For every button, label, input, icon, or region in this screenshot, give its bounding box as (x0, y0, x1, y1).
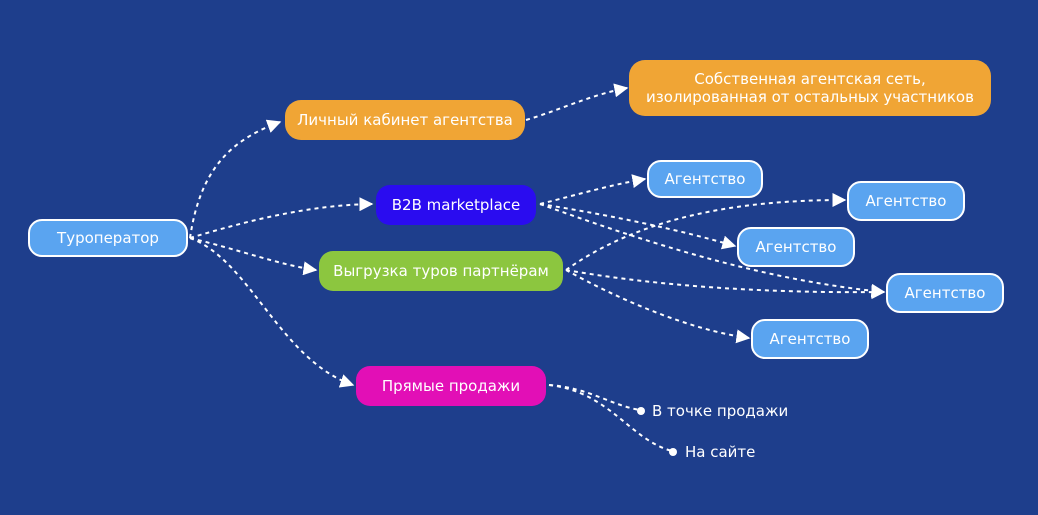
node-agency-2-label: Агентство (865, 192, 947, 210)
connector-cabinet-to-own-network (525, 83, 629, 121)
node-partner-export: Выгрузка туров партнёрам (319, 251, 563, 291)
node-direct-sales-label: Прямые продажи (381, 377, 521, 395)
node-agency-cabinet-label: Личный кабинет агентства (297, 111, 513, 129)
connector-direct-to-website (548, 384, 673, 452)
node-own-agency-network-line-2: изолированная от остальных участников (646, 88, 974, 106)
node-agency-3-label: Агентство (755, 238, 837, 256)
node-agency-2: Агентство (847, 181, 965, 221)
connector-b2b-to-agency-1 (539, 174, 647, 205)
node-agency-1-label: Агентство (664, 170, 746, 188)
node-agency-1: Агентство (647, 160, 763, 198)
leaf-label-point-of-sale: В точке продажи (652, 402, 789, 420)
leaf-label-website: На сайте (685, 443, 756, 461)
leaf-dot-point-of-sale (637, 407, 645, 415)
node-own-agency-network: Собственная агентская сеть, изолированна… (629, 60, 991, 116)
connector-root-to-b2b (189, 197, 374, 239)
node-agency-cabinet: Личный кабинет агентства (285, 100, 525, 140)
node-agency-4-label: Агентство (904, 284, 986, 302)
connector-b2b-to-agency-3 (539, 203, 737, 250)
node-b2b-marketplace: B2B marketplace (376, 185, 536, 225)
node-partner-export-label: Выгрузка туров партнёрам (333, 262, 549, 280)
node-tour-operator-label: Туроператор (57, 229, 159, 247)
node-tour-operator: Туроператор (28, 219, 188, 257)
node-direct-sales: Прямые продажи (356, 366, 546, 406)
connector-b2b-to-agency-4 (539, 203, 886, 298)
connector-export-to-agency-2 (565, 193, 847, 271)
connector-export-to-agency-4 (565, 269, 886, 300)
connector-root-to-agency-cabinet (189, 119, 282, 239)
node-agency-3: Агентство (737, 227, 855, 267)
node-agency-4: Агентство (886, 273, 1004, 313)
leaf-dot-website (669, 448, 677, 456)
connector-root-to-export (189, 237, 318, 276)
node-own-agency-network-line-1: Собственная агентская сеть, (694, 70, 926, 88)
connector-export-to-agency-5 (565, 269, 751, 344)
node-b2b-marketplace-label: B2B marketplace (391, 196, 521, 214)
connector-direct-to-point-of-sale (548, 384, 641, 411)
node-agency-5: Агентство (751, 319, 869, 359)
node-agency-5-label: Агентство (769, 330, 851, 348)
connector-root-to-direct-sales (189, 237, 355, 388)
